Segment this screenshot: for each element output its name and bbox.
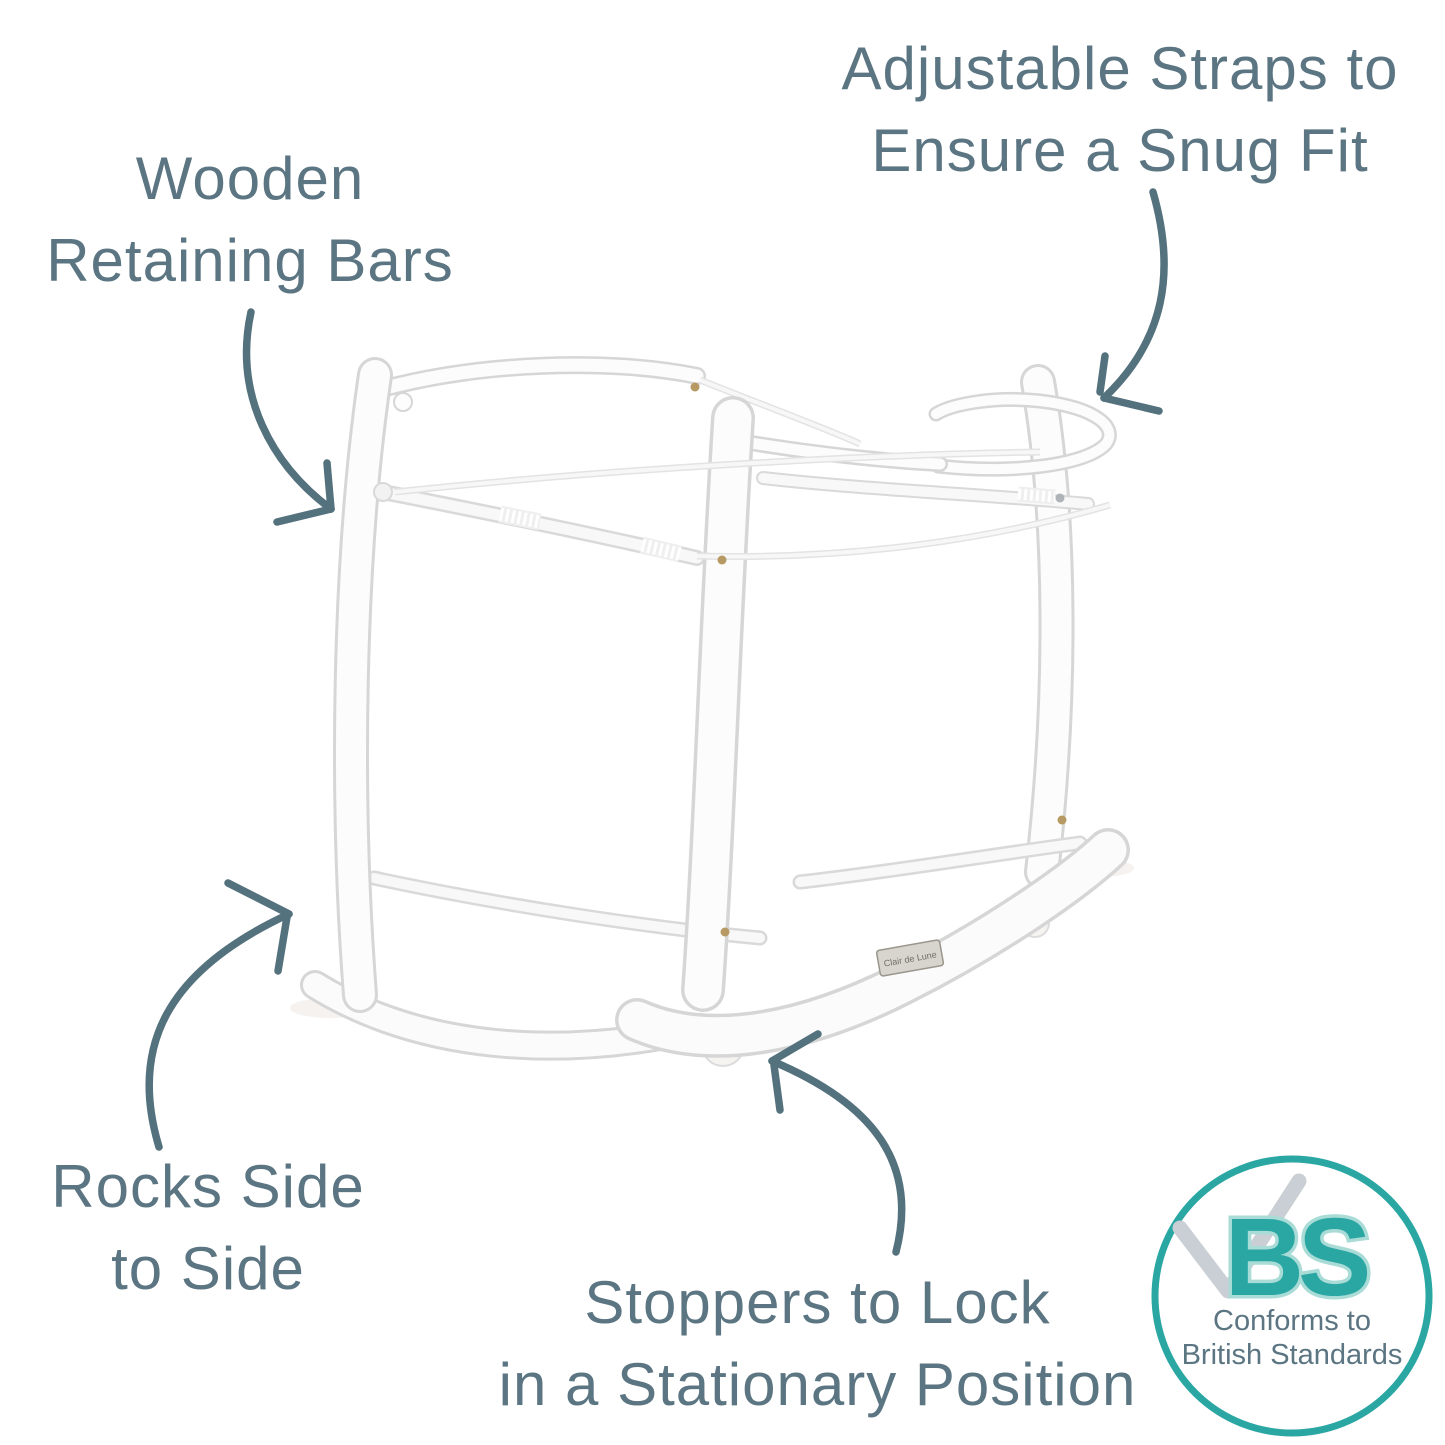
label-rocks-side-to-side: Rocks Side to Side bbox=[18, 1146, 398, 1310]
corner-post-right bbox=[1020, 364, 1075, 890]
arrow-adjustable-straps-icon bbox=[1096, 188, 1168, 415]
label-line: in a Stationary Position bbox=[498, 1351, 1137, 1418]
arrow-wooden-retaining-bars-icon bbox=[242, 308, 335, 526]
label-line: Adjustable Straps to bbox=[841, 35, 1399, 102]
badge-caption-line1: Conforms to bbox=[1213, 1305, 1371, 1337]
label-line: Rocks Side bbox=[51, 1153, 365, 1220]
adjustable-strap-front bbox=[394, 448, 1111, 560]
retaining-bar-right bbox=[756, 471, 1095, 511]
basket-ring bbox=[928, 391, 1117, 477]
corner-post-left bbox=[333, 357, 393, 1013]
arrow-stoppers-icon bbox=[768, 1030, 906, 1256]
badge-caption-line2: British Standards bbox=[1182, 1339, 1403, 1371]
label-stoppers-lock: Stoppers to Lock in a Stationary Positio… bbox=[430, 1262, 1205, 1426]
checkmark-icon bbox=[1172, 1173, 1307, 1299]
brand-plate: Clair de Lune bbox=[875, 939, 945, 977]
label-line: Ensure a Snug Fit bbox=[871, 117, 1369, 184]
basket-rail-back bbox=[369, 356, 706, 399]
product-moses-stand-illustration: Clair de Lune bbox=[290, 356, 1134, 1067]
label-line: Retaining Bars bbox=[46, 227, 454, 294]
adjustable-strap-back bbox=[698, 376, 862, 448]
badge-ring bbox=[1151, 1155, 1433, 1437]
rocker-rail-front bbox=[615, 828, 1130, 1058]
retaining-bar-left bbox=[373, 482, 705, 566]
arrow-rocks-side-icon bbox=[145, 879, 293, 1151]
badge-initials: BS bbox=[1225, 1196, 1368, 1319]
label-line: Stoppers to Lock bbox=[584, 1269, 1051, 1336]
label-adjustable-straps: Adjustable Straps to Ensure a Snug Fit bbox=[820, 28, 1420, 192]
label-line: to Side bbox=[111, 1235, 305, 1302]
stretcher-dowel-right bbox=[792, 835, 1088, 890]
corner-post-front bbox=[681, 396, 755, 1012]
british-standards-badge: BS Conforms to British Standards bbox=[1151, 1155, 1433, 1437]
label-line: Wooden bbox=[135, 145, 365, 212]
label-wooden-retaining-bars: Wooden Retaining Bars bbox=[20, 138, 480, 302]
screw-details bbox=[393, 382, 1067, 937]
